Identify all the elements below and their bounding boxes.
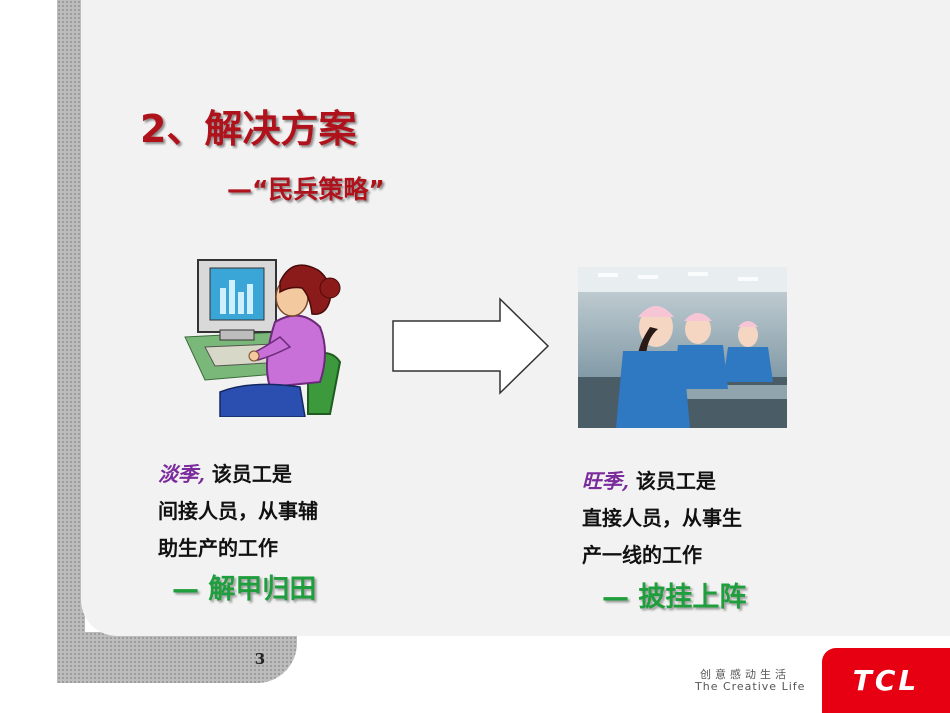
peakseason-line1: 该员工是 [628, 469, 716, 493]
offseason-tagline: — 解甲归田 [172, 574, 317, 605]
offseason-line3: 助生产的工作 [158, 536, 278, 560]
slide-title: 2、解决方案 [140, 107, 357, 151]
slogan-chinese: 创意感动生活 [700, 668, 790, 681]
peakseason-line3: 产一线的工作 [582, 543, 702, 567]
offseason-description: 淡季, 该员工是 间接人员，从事辅 助生产的工作 [158, 456, 358, 567]
offseason-line1: 该员工是 [204, 462, 292, 486]
dotted-sidebar [57, 0, 85, 683]
offseason-line2: 间接人员，从事辅 [158, 499, 318, 523]
page-number: 3 [254, 650, 266, 668]
peakseason-line2: 直接人员，从事生 [582, 506, 742, 530]
offseason-label: 淡季, [158, 462, 205, 486]
office-worker-clipart-icon [184, 259, 342, 417]
peakseason-label: 旺季, [582, 469, 629, 493]
dotted-footer-strip [57, 632, 297, 683]
factory-workers-photo-icon [578, 267, 787, 428]
slogan-english: The Creative Life [695, 680, 806, 693]
peakseason-tagline: — 披挂上阵 [602, 582, 747, 613]
tcl-logo-text: TCL [852, 664, 920, 697]
tcl-logo: TCL [822, 648, 950, 713]
slide-subtitle: —“民兵策略” [227, 175, 385, 204]
right-arrow-icon [392, 297, 550, 395]
peakseason-description: 旺季, 该员工是 直接人员，从事生 产一线的工作 [582, 463, 782, 574]
